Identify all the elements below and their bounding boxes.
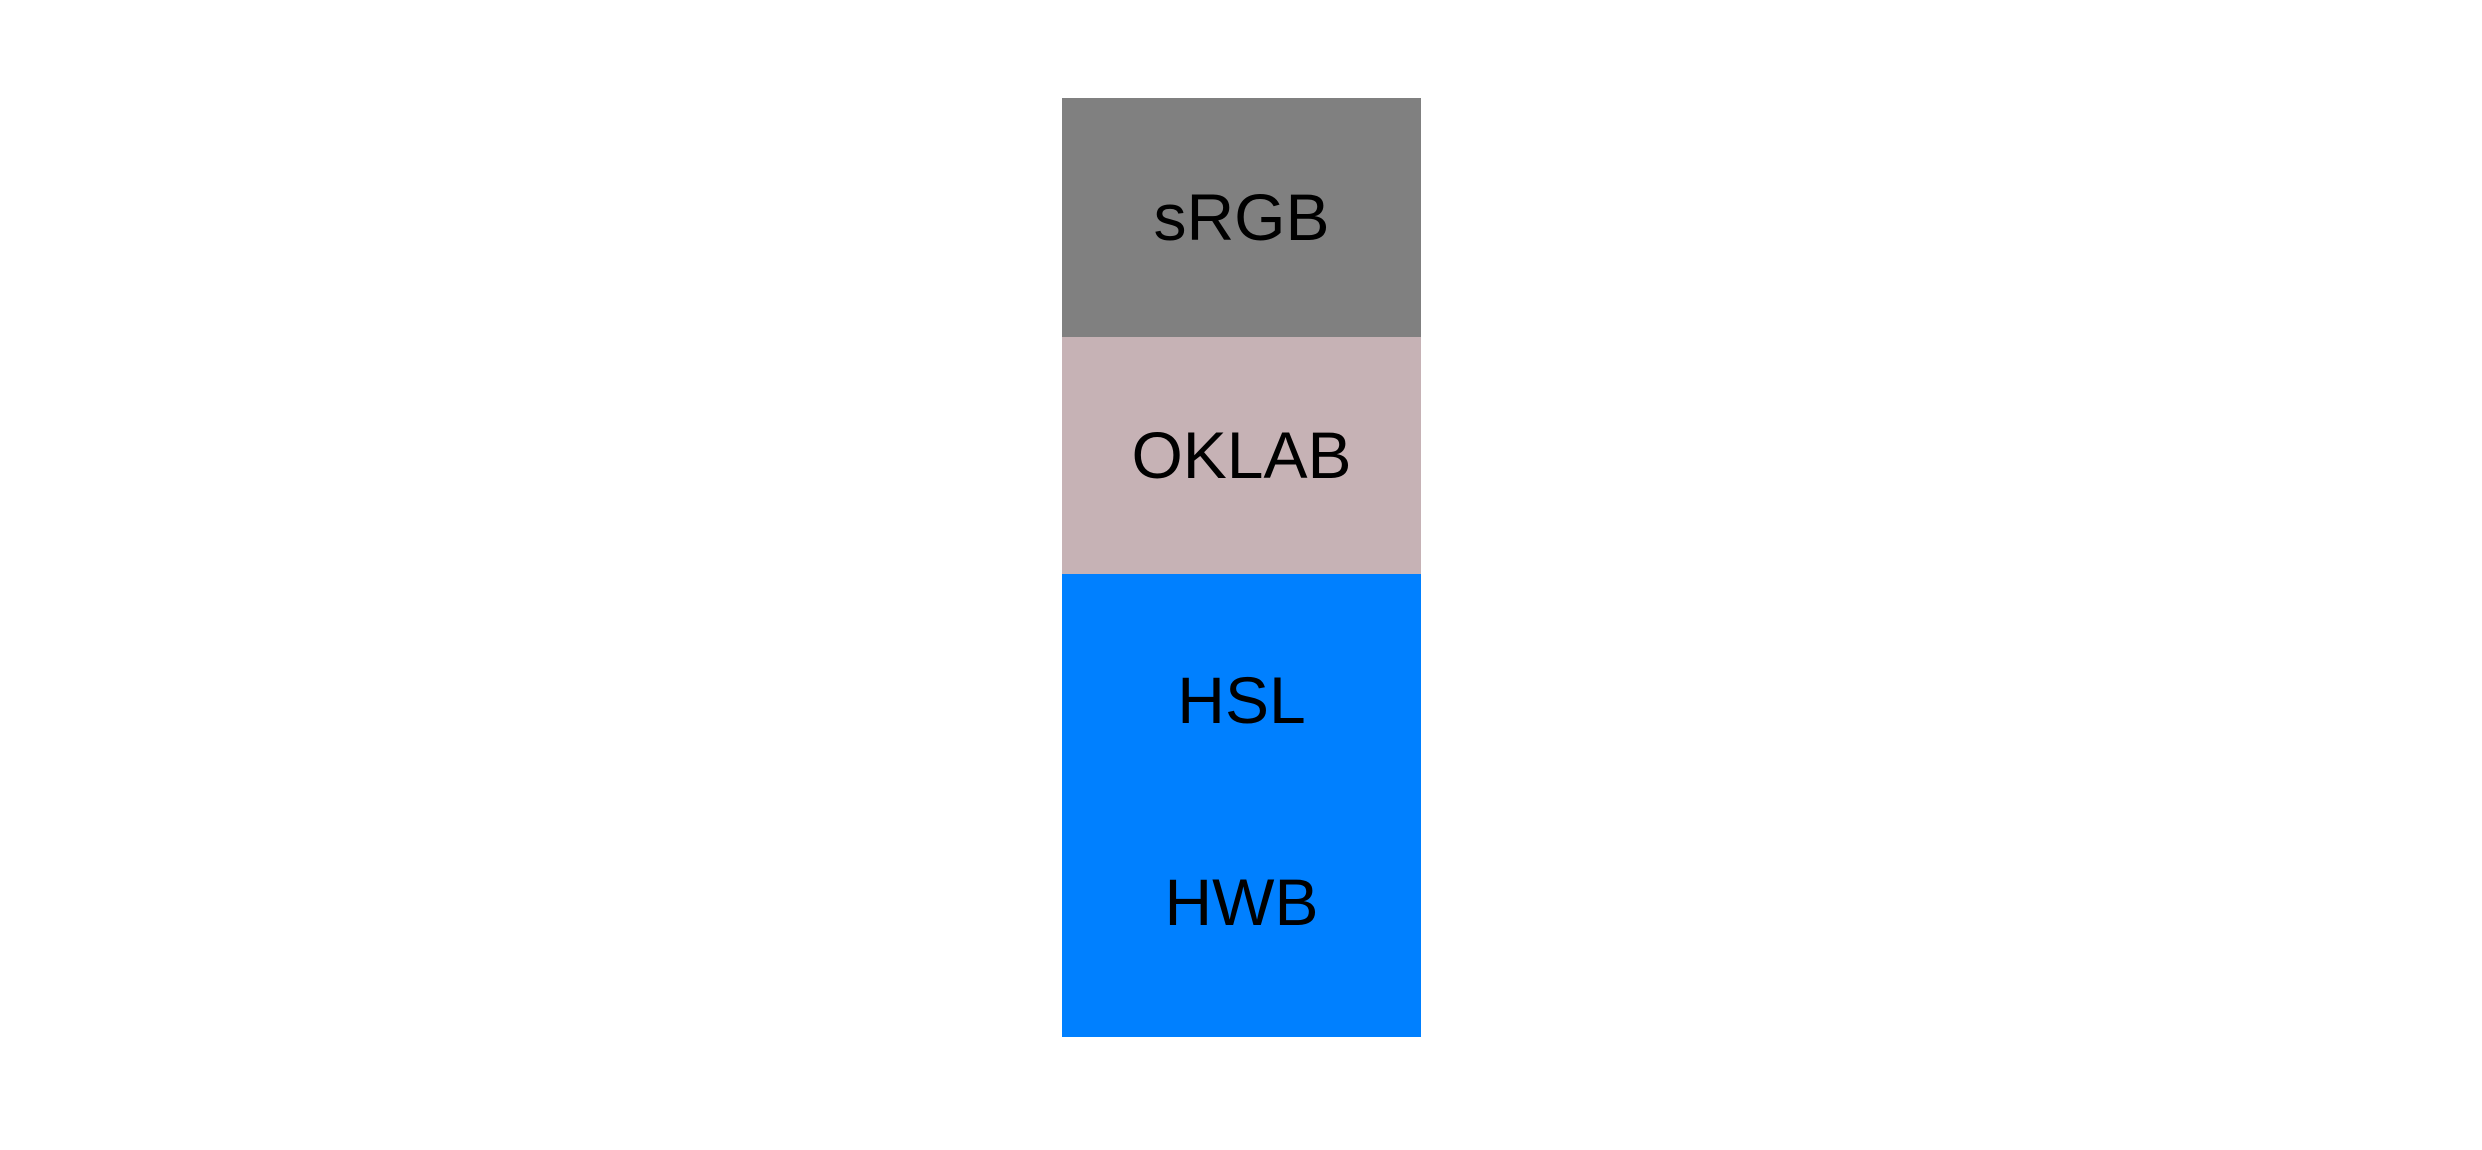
color-space-swatch-stack: sRGB OKLAB HSL HWB bbox=[1062, 98, 1421, 1037]
swatch-label-oklab: OKLAB bbox=[1131, 417, 1352, 492]
swatch-label-hwb: HWB bbox=[1164, 864, 1319, 939]
swatch-label-srgb: sRGB bbox=[1153, 179, 1330, 254]
swatch-oklab: OKLAB bbox=[1062, 337, 1421, 574]
swatch-hsl-hwb: HSL HWB bbox=[1062, 574, 1421, 1037]
swatch-srgb: sRGB bbox=[1062, 98, 1421, 337]
swatch-label-hsl: HSL bbox=[1177, 663, 1306, 738]
